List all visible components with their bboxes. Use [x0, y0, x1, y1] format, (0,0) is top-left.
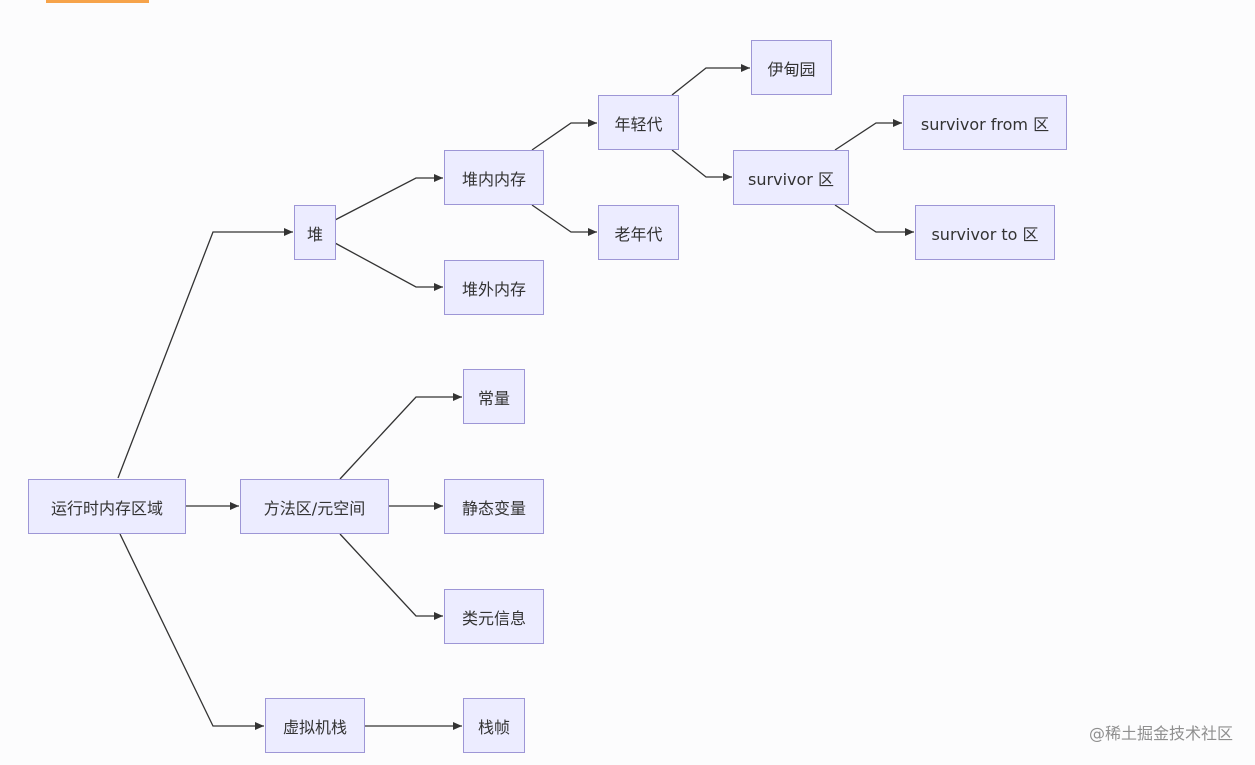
edge-heap-internal-to-old-gen — [531, 204, 597, 236]
edge-method-area-to-class-info — [339, 533, 443, 620]
edge-runtime-memory-to-vm-stack — [119, 533, 264, 730]
edge-young-gen-to-eden — [671, 64, 750, 96]
node-heap: 堆 — [294, 205, 336, 260]
node-old-generation: 老年代 — [598, 205, 679, 260]
top-accent-bar — [46, 0, 149, 3]
edge-survivor-to-survivor-to — [834, 204, 914, 236]
node-eden: 伊甸园 — [751, 40, 832, 95]
node-method-area-metaspace: 方法区/元空间 — [240, 479, 389, 534]
edge-heap-to-heap-internal — [334, 174, 443, 221]
node-survivor-to: survivor to 区 — [915, 205, 1055, 260]
node-runtime-memory-area: 运行时内存区域 — [28, 479, 186, 534]
edge-survivor-to-survivor-from — [834, 119, 902, 151]
node-vm-stack: 虚拟机栈 — [265, 698, 365, 753]
edge-heap-to-heap-external — [334, 242, 443, 291]
edge-method-area-to-constant — [339, 393, 462, 480]
node-class-metadata: 类元信息 — [444, 589, 544, 644]
node-constant: 常量 — [463, 369, 525, 424]
edge-heap-internal-to-young-gen — [531, 119, 597, 151]
watermark-text: @稀土掘金技术社区 — [1088, 724, 1233, 743]
edge-young-gen-to-survivor — [671, 149, 732, 181]
node-young-generation: 年轻代 — [598, 95, 679, 150]
edge-runtime-memory-to-heap — [117, 228, 293, 479]
node-survivor: survivor 区 — [733, 150, 849, 205]
node-heap-internal-memory: 堆内内存 — [444, 150, 544, 205]
node-heap-external-memory: 堆外内存 — [444, 260, 544, 315]
node-static-variable: 静态变量 — [444, 479, 544, 534]
node-stack-frame: 栈帧 — [463, 698, 525, 753]
node-survivor-from: survivor from 区 — [903, 95, 1067, 150]
